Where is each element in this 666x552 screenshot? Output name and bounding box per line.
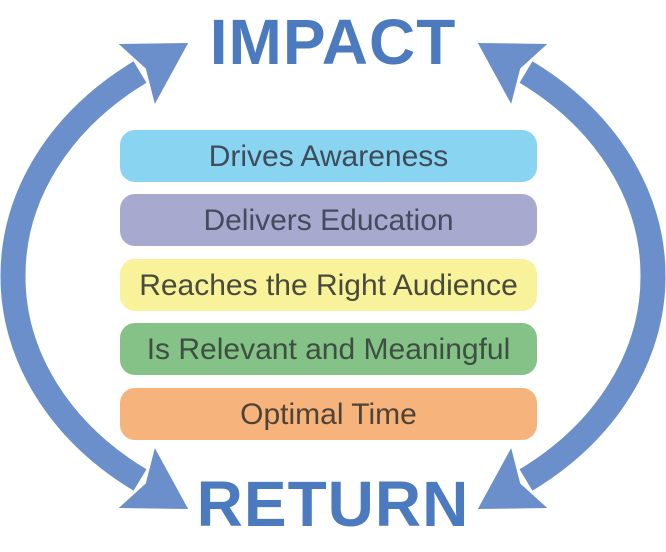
bar-label: Optimal Time bbox=[240, 398, 417, 431]
arrow-right-to-impact-icon bbox=[477, 42, 666, 277]
arrow-left-to-impact-icon bbox=[0, 42, 189, 277]
bar-label: Drives Awareness bbox=[208, 140, 449, 173]
return-title: RETURN bbox=[196, 468, 470, 540]
bar-reaches-right-audience: Reaches the Right Audience bbox=[120, 259, 537, 311]
bar-drives-awareness: Drives Awareness bbox=[120, 130, 537, 182]
bar-label: Delivers Education bbox=[203, 204, 454, 237]
impact-title: IMPACT bbox=[209, 6, 457, 78]
bar-optimal-time: Optimal Time bbox=[120, 388, 537, 440]
bar-label: Reaches the Right Audience bbox=[139, 269, 518, 302]
bar-label: Is Relevant and Meaningful bbox=[146, 333, 511, 366]
bar-relevant-meaningful: Is Relevant and Meaningful bbox=[120, 323, 537, 375]
arrow-left-to-return-icon bbox=[0, 275, 189, 510]
arrow-right-to-return-icon bbox=[477, 275, 666, 510]
bar-delivers-education: Delivers Education bbox=[120, 194, 537, 246]
